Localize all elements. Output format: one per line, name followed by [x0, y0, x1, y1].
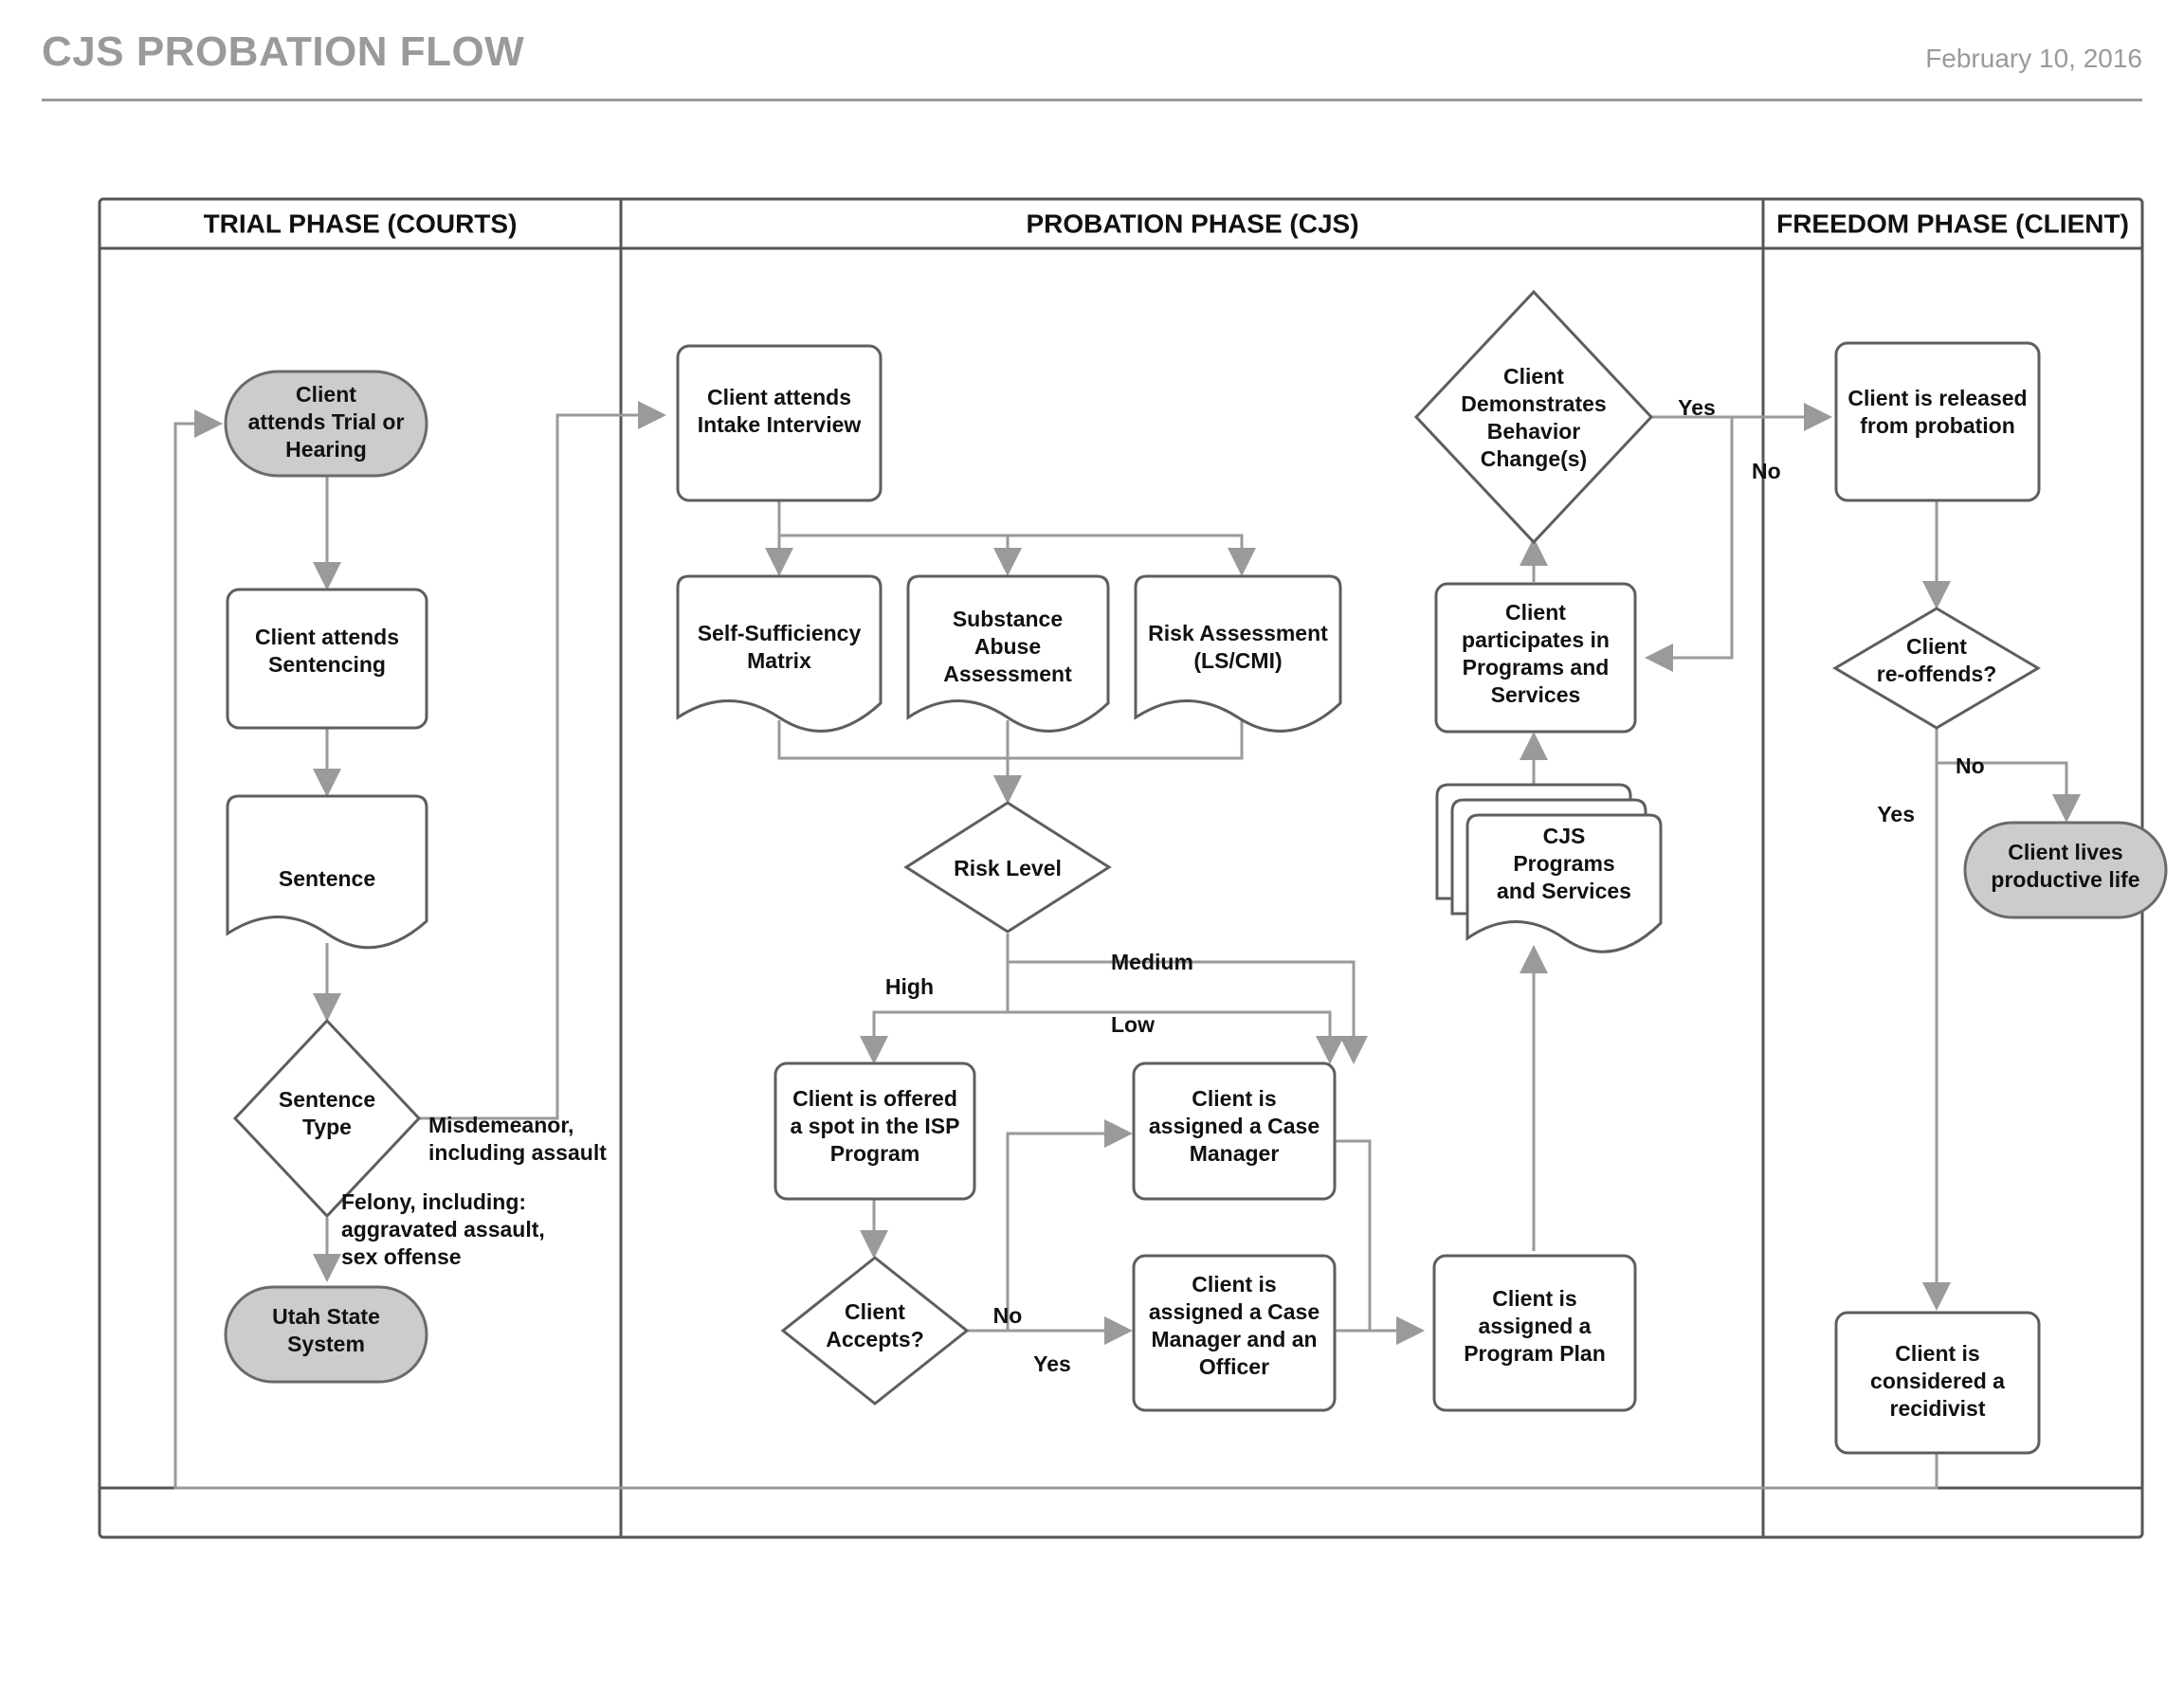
edge-riskassess-to-risklevel — [993, 720, 1244, 804]
edge-label-misdemeanor: Misdemeanor,including assault — [428, 1113, 607, 1165]
edge-label-risk-low: Low — [1111, 1012, 1155, 1037]
header-divider — [42, 99, 2142, 101]
edge-label-risk-high: High — [885, 974, 934, 999]
node-sentence-label: Sentence — [279, 866, 375, 891]
edge-misdemeanor-to-intake — [417, 401, 666, 1120]
node-risk-assessment-label: Risk Assessment(LS/CMI) — [1148, 621, 1328, 673]
node-risk-level[interactable]: Risk Level — [903, 801, 1112, 934]
page-title: CJS PROBATION FLOW — [42, 28, 525, 75]
lane-label-freedom: FREEDOM PHASE (CLIENT) — [1776, 209, 2129, 238]
connector-layer — [173, 401, 2081, 1490]
edge-label-felony-text: Felony, including:aggravated assault,sex… — [341, 1189, 545, 1269]
swimlane-header-freedom: FREEDOM PHASE (CLIENT) — [1776, 209, 2129, 238]
node-sentence[interactable]: Sentence — [226, 794, 428, 950]
edge-label-accepts-yes: Yes — [1033, 1351, 1071, 1376]
lane-label-probation: PROBATION PHASE (CJS) — [1026, 209, 1358, 238]
edge-label-reoffends-yes: Yes — [1877, 802, 1915, 826]
swimlane-header-probation: PROBATION PHASE (CJS) — [1026, 209, 1358, 238]
swimlane-header-trial: TRIAL PHASE (COURTS) — [204, 209, 518, 238]
edge-label-misdemeanor-text: Misdemeanor,including assault — [428, 1113, 607, 1165]
edge-label-reoffends-no: No — [1956, 753, 1985, 778]
edge-label-felony: Felony, including:aggravated assault,sex… — [341, 1189, 545, 1269]
node-risk-assessment[interactable]: Risk Assessment(LS/CMI) — [1134, 574, 1342, 733]
page-header: CJS PROBATION FLOW February 10, 2016 — [0, 0, 2184, 123]
edge-label-behavior-yes: Yes — [1678, 395, 1716, 420]
lane-label-trial: TRIAL PHASE (COURTS) — [204, 209, 518, 238]
edge-label-behavior-no: No — [1752, 459, 1781, 483]
edge-risklevel-low — [1006, 934, 1344, 1064]
page-date: February 10, 2016 — [1925, 44, 2142, 73]
node-risk-level-label: Risk Level — [954, 856, 1062, 880]
edge-label-risk-medium: Medium — [1111, 950, 1193, 974]
edge-recidivist-to-hearing — [173, 409, 1938, 1490]
edge-behaviorchange-no — [1616, 415, 1734, 672]
edge-label-accepts-no: No — [993, 1303, 1023, 1328]
